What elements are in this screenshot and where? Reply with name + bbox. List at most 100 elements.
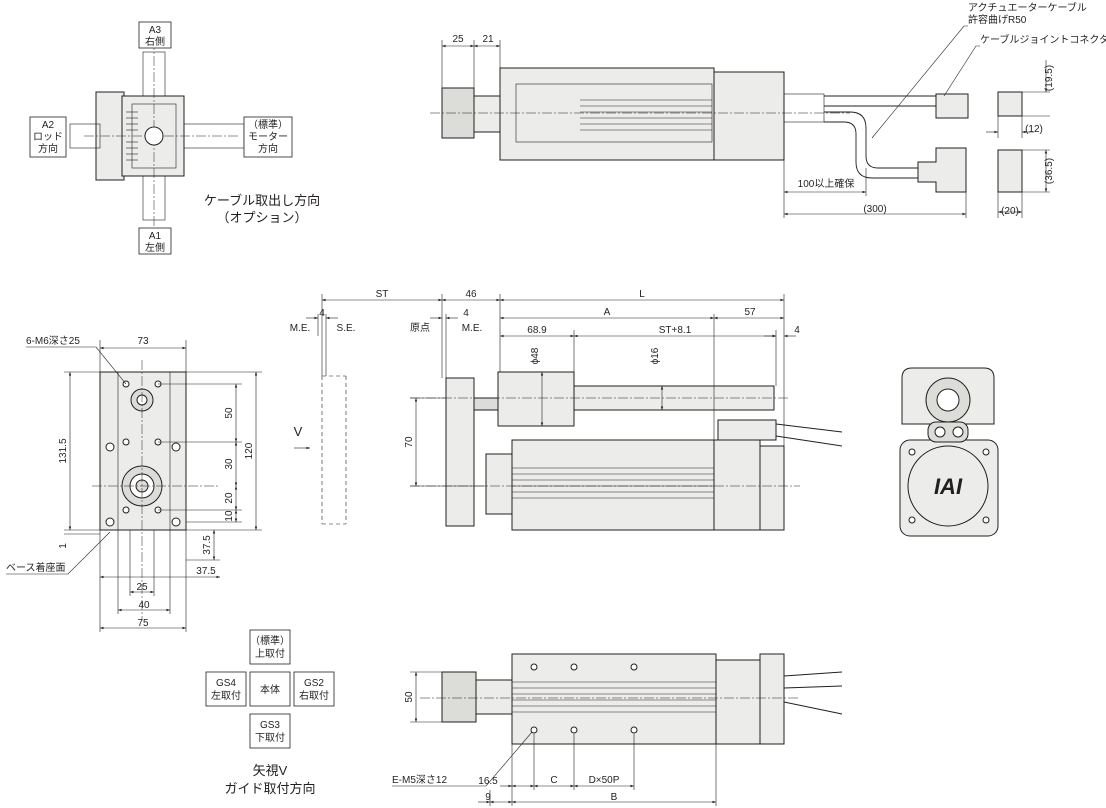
dim-c: C xyxy=(550,775,557,786)
bottom-body-ribs xyxy=(512,681,716,713)
motor-front-ring xyxy=(485,453,513,515)
dim-40: 40 xyxy=(138,600,150,611)
dim-50-bottom: 50 xyxy=(404,691,415,703)
dim-50-front: 50 xyxy=(224,407,235,419)
guide-top-mount: 上取付 xyxy=(255,647,285,660)
label-standard-sub2: 方向 xyxy=(258,142,278,155)
tap-label: 6-M6深さ25 xyxy=(26,335,80,347)
dim-4-me: 4 xyxy=(319,308,325,319)
label-box-standard xyxy=(243,116,293,158)
side-view-top: 25 21 アクチュエーターケーブル 許容曲げR50 ケーブルジョイントコネクタ… xyxy=(430,1,1106,218)
guide-box-gs4 xyxy=(205,671,247,707)
bottom-cable xyxy=(783,671,843,715)
end-screws xyxy=(908,448,990,524)
bottom-body xyxy=(511,653,717,745)
bottom-tap-holes xyxy=(530,663,638,734)
dim-36-5: (36.5) xyxy=(1044,158,1055,184)
label-a2: A2 xyxy=(42,120,55,131)
flat-cable-ribs xyxy=(126,111,138,161)
dim-20-front: 20 xyxy=(224,492,235,504)
connector-circle xyxy=(144,126,164,146)
base-leader xyxy=(6,531,111,575)
label-box-a3 xyxy=(138,21,172,49)
base-label: ベース着座面 xyxy=(6,561,66,574)
guide-box-gs3 xyxy=(249,713,291,749)
connector-box xyxy=(717,419,777,441)
label-a1: A1 xyxy=(149,231,162,242)
dim-4-origin: 4 xyxy=(463,308,469,319)
label-origin: 原点 xyxy=(410,322,430,334)
rod-side-cable xyxy=(69,123,101,149)
dim-1: 1 xyxy=(58,543,69,549)
dim-9: 9 xyxy=(485,792,491,803)
guide-bottom-mount: 下取付 xyxy=(255,731,285,744)
label-joint-connector: ケーブルジョイントコネクター xyxy=(980,33,1106,46)
dim-dx50p: D×50P xyxy=(589,775,620,786)
dim-b: B xyxy=(611,792,618,803)
bottom-tap-label: E-M5深さ12 xyxy=(392,774,447,786)
guide-left-mount: 左取付 xyxy=(211,689,241,702)
bottom-motor xyxy=(715,659,761,745)
caption-cable-exit: ケーブル取出し方向 xyxy=(204,193,320,208)
dim-16-5: 16.5 xyxy=(478,776,498,787)
dim-25: 25 xyxy=(452,34,464,45)
tap-leader xyxy=(26,346,127,385)
dim-10: 10 xyxy=(224,510,235,522)
dim-75: 75 xyxy=(137,618,149,629)
label-a3: A3 xyxy=(149,25,162,36)
label-a3-sub: 右側 xyxy=(145,35,165,48)
guide-box-gs2 xyxy=(293,671,335,707)
guide-gs2: GS2 xyxy=(304,678,324,689)
guide-mount-diagram: （標準） 上取付 GS4 左取付 本体 GS2 右取付 GS3 下取付 矢視V … xyxy=(205,629,335,796)
bottom-view: 50 E-M5深さ12 16.5 C D×50P 9 B xyxy=(392,653,843,806)
rod-guide xyxy=(473,397,499,411)
front-plate-inner xyxy=(117,371,171,531)
front-flange xyxy=(445,377,475,527)
label-me-right: M.E. xyxy=(462,323,483,334)
dim-30: 30 xyxy=(224,458,235,470)
body-ribs xyxy=(580,99,712,131)
cable-lower xyxy=(824,111,936,179)
caption-option: （オプション） xyxy=(216,210,307,225)
end-view: IAI xyxy=(899,367,999,537)
cable-exit-sleeve xyxy=(783,93,825,123)
dim-st: ST xyxy=(376,289,389,300)
guide-body: 本体 xyxy=(260,683,280,696)
guide-gs3: GS3 xyxy=(260,720,280,731)
guide-standard: （標準） xyxy=(250,634,290,647)
rod-housing xyxy=(497,371,575,427)
dim-phi-48: ϕ48 xyxy=(530,347,541,364)
main-body xyxy=(511,439,715,531)
leader-joint xyxy=(943,45,980,97)
label-standard-sub1: モーター xyxy=(248,131,288,143)
dim-19-5: (19.5) xyxy=(1044,65,1055,91)
dim-70: 70 xyxy=(404,436,415,448)
dim-21: 21 xyxy=(482,34,494,45)
dim-57: 57 xyxy=(744,307,756,318)
dim-46: 46 xyxy=(465,289,477,300)
guide-gs4: GS4 xyxy=(216,678,236,689)
dim-st-8-1: ST+8.1 xyxy=(659,325,692,336)
label-bend-radius: 許容曲げR50 xyxy=(968,13,1027,26)
joint-side-top xyxy=(997,91,1023,117)
end-motor-circle xyxy=(907,445,989,527)
dim-l: L xyxy=(639,289,645,300)
dim-300: (300) xyxy=(863,204,886,215)
guide-right-mount: 右取付 xyxy=(299,689,329,702)
guide-caption-direction: ガイド取付方向 xyxy=(224,781,315,796)
dim-37-5-horizontal: 37.5 xyxy=(196,566,216,577)
main-body-ribs xyxy=(512,467,714,499)
label-box-a1 xyxy=(138,227,172,255)
label-cable: アクチュエーターケーブル xyxy=(968,1,1087,14)
dim-25-front: 25 xyxy=(136,582,148,593)
guide-caption-view: 矢視V xyxy=(253,763,288,778)
dim-20-top: (20) xyxy=(1001,206,1019,217)
bottom-rod-collar xyxy=(475,679,513,715)
bottom-tap-leader xyxy=(392,731,533,787)
main-cable xyxy=(775,423,843,447)
iai-logo: IAI xyxy=(934,474,963,499)
connector-top xyxy=(935,93,969,119)
dim-12: (12) xyxy=(1025,124,1043,135)
motor-block xyxy=(713,71,785,161)
label-a2-sub2: 方向 xyxy=(38,142,58,155)
